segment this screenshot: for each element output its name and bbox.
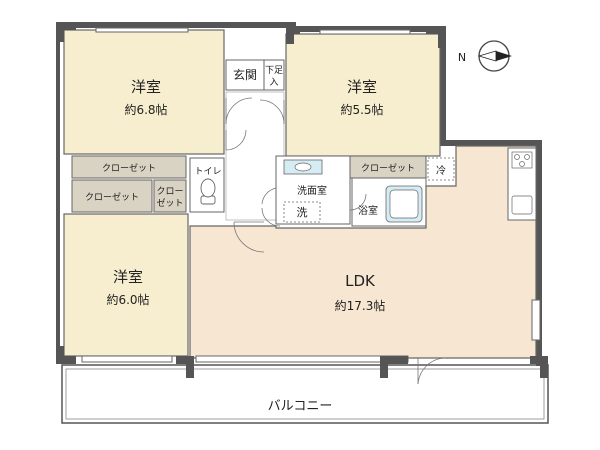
closet-small-label-2: ゼット [156,197,183,209]
room-name-left: 洋室 [113,268,143,286]
closet-small [153,179,187,213]
closet-top-label: クローゼット [102,162,156,174]
room-size-left: 約6.0帖 [106,292,149,307]
toilet-label: トイレ [194,167,221,177]
ldk-room [189,145,537,359]
door-swings [225,97,447,385]
outer-walls [56,22,542,366]
room-size-ldk: 約17.3帖 [335,298,386,313]
windows [81,27,541,363]
closet-top [71,155,187,179]
pillars [56,22,548,378]
fridge-space [427,157,455,181]
closet-left [71,179,153,213]
hallway [225,91,285,221]
shoe-box-label-1: 下足 [265,65,283,76]
washer-space [283,201,321,223]
fridge-label: 冷 [436,164,446,177]
western-room-top-left [63,29,225,155]
closet-small-label-1: クロー [156,186,183,197]
washroom-label: 洗面室 [297,184,327,197]
toilet-icon [200,178,216,205]
compass-label: N [458,51,466,64]
room-size-top-left: 約6.8帖 [124,102,167,117]
closet-right [349,155,427,179]
bathroom-label: 浴室 [358,204,378,217]
bathtub-icon [385,185,423,223]
shoe-box-label-2: 入 [269,77,278,88]
compass-icon [477,40,512,72]
western-room-top-right [285,33,441,157]
kitchen-counter [507,147,537,221]
room-name-top-left: 洋室 [131,78,161,96]
shoe-box [263,59,285,91]
closet-left-label: クローゼット [85,191,139,203]
balcony-label: バルコニー [268,399,333,414]
entrance-label: 玄関 [233,67,257,82]
room-size-top-right: 約5.5帖 [340,102,383,117]
balcony [61,364,549,424]
sink-icon [283,159,323,175]
washer-label: 洗 [297,206,308,219]
room-name-ldk: LDK [345,272,376,290]
closet-right-label: クローゼット [361,162,415,174]
room-name-top-right: 洋室 [347,78,377,96]
